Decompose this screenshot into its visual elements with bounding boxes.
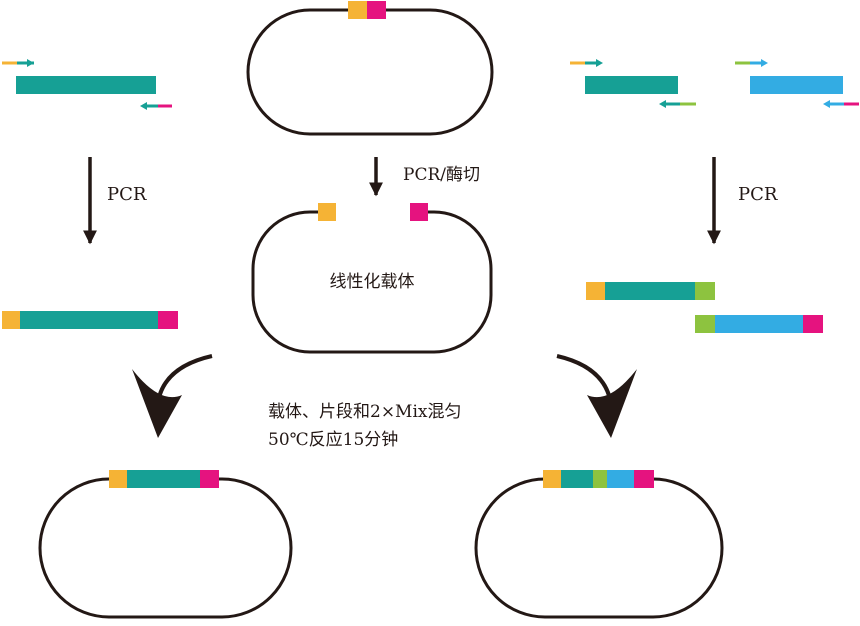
right-pcr-label: PCR: [738, 184, 778, 205]
left-product-orange-end: [2, 311, 20, 329]
right-insert-fragment-1: [585, 76, 678, 94]
linear-vector-orange-end: [318, 203, 336, 221]
left-pcr-product: [2, 311, 178, 329]
vector-magenta-site: [367, 1, 386, 19]
right-insert-template-2: [735, 59, 859, 108]
left-insert-fragment: [16, 76, 156, 94]
right1-forward-arrowhead: [596, 59, 603, 67]
right-product1-insert: [605, 282, 695, 300]
right-product2-magenta-end: [803, 315, 823, 333]
right-recomb-green: [593, 470, 607, 488]
right-product1-green-end: [695, 282, 715, 300]
right-insert-template-1: [570, 59, 696, 108]
right2-reverse-arrowhead: [823, 100, 830, 108]
left-forward-arrowhead: [27, 59, 34, 67]
left-recombinant-plasmid: [38, 470, 293, 619]
right-pcr-product-2: [695, 315, 823, 333]
left-pcr-label: PCR: [107, 184, 147, 205]
right-curved-arrowhead: [587, 369, 637, 438]
linearized-vector: 线性化载体: [251, 203, 493, 354]
right-product2-green-end: [695, 315, 715, 333]
left-curved-arrowhead: [132, 369, 182, 438]
right-recomb-insert-1: [561, 470, 593, 488]
left-product-magenta-end: [158, 311, 178, 329]
right-recomb-orange: [543, 470, 561, 488]
right-pcr-product-1: [586, 282, 715, 300]
right-recomb-insert-2: [607, 470, 634, 488]
left-recomb-insert: [127, 470, 200, 488]
right-product1-orange-end: [586, 282, 605, 300]
left-reverse-arrowhead: [140, 102, 147, 110]
left-recomb-orange: [109, 470, 127, 488]
right-recomb-magenta: [634, 470, 654, 488]
left-insert-template: [2, 59, 172, 110]
linear-vector-label: 线性化载体: [330, 272, 415, 292]
center-pcr-digest-label: PCR/酶切: [403, 165, 480, 185]
linear-vector-magenta-end: [410, 203, 428, 221]
left-product-insert: [20, 311, 158, 329]
right1-reverse-arrowhead: [659, 100, 666, 108]
vector-orange-site: [348, 1, 367, 19]
right-product2-insert: [715, 315, 803, 333]
mix-instruction-line1: 载体、片段和2×Mix混匀: [268, 402, 462, 422]
right2-forward-arrowhead: [761, 59, 768, 67]
mix-instruction-line2: 50℃反应15分钟: [268, 430, 398, 450]
right-recombinant-plasmid: [474, 470, 724, 619]
right-insert-fragment-2: [750, 76, 843, 94]
top-vector-plasmid: [246, 1, 494, 136]
left-recomb-magenta: [200, 470, 219, 488]
